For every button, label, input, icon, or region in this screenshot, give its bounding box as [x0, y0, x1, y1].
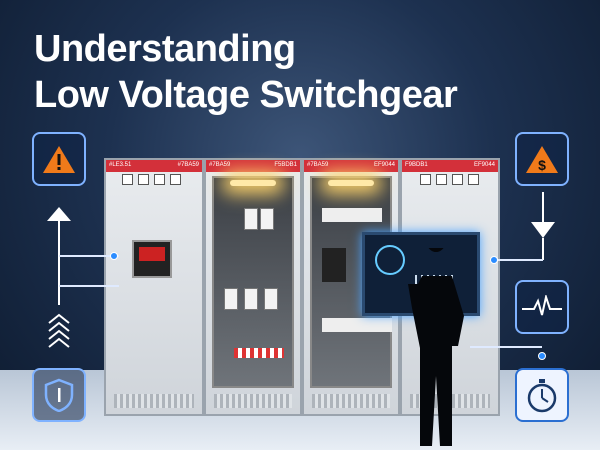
cabinet-label: #LE3.51: [109, 162, 132, 168]
cabinet-label: EF9044: [373, 162, 395, 168]
switchgear-cabinet-2: #7BA59 F5BDB1: [204, 158, 302, 416]
shield-icon: [32, 368, 86, 422]
arrow-up-icon: [47, 207, 71, 221]
title-line-2: Low Voltage Switchgear: [34, 74, 458, 116]
left-flow-icons: [47, 207, 71, 348]
switchgear-cabinet-1: #LE3.51 #7BA59: [104, 158, 204, 416]
chevrons-up-icon: [48, 313, 70, 348]
stopwatch-icon: [515, 368, 569, 422]
cabinet-label: #7BA59: [209, 162, 231, 168]
cabinet-label: #7BA59: [177, 162, 199, 168]
engineer-silhouette: [408, 248, 464, 446]
dollar-icon: $: [515, 132, 569, 186]
warning-icon: [32, 132, 86, 186]
title-line-1: Understanding: [34, 28, 296, 70]
pulse-icon: [515, 280, 569, 334]
cabinet-label: EF9044: [473, 162, 495, 168]
control-panel: [132, 240, 172, 278]
cabinet-label: #7BA59: [307, 162, 329, 168]
cabinet-label: F9BDB1: [405, 162, 428, 168]
cabinet-label: F5BDB1: [274, 162, 297, 168]
arrow-down-icon: [531, 192, 555, 260]
svg-text:$: $: [538, 157, 546, 173]
